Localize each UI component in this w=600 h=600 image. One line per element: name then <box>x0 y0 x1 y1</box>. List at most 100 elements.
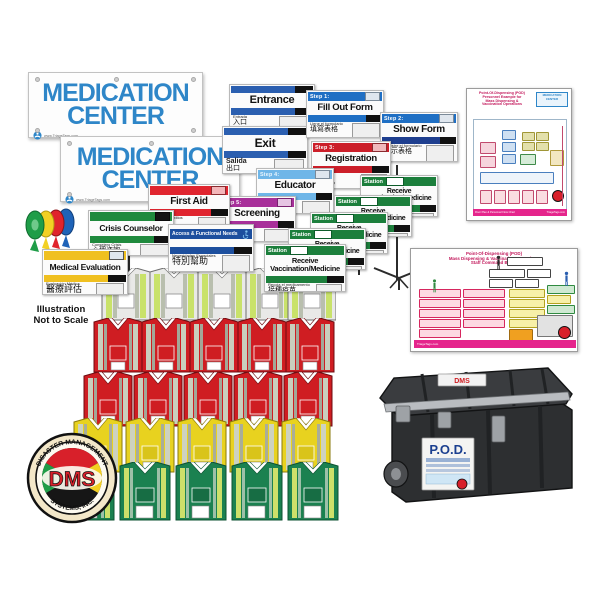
command-node <box>489 269 525 278</box>
station-number-slot <box>335 214 354 223</box>
command-node-red <box>419 329 461 338</box>
poster-title-line-3: Mass Dispensing & <box>485 98 519 103</box>
illustration-scale-note: Illustration Not to Scale <box>14 304 108 327</box>
station-label: Station <box>268 247 287 254</box>
banner-line-1: MEDICATION <box>42 79 189 107</box>
vest-row-green <box>58 461 348 528</box>
counselor-icon <box>155 212 170 221</box>
sign-title: Show Form <box>393 124 445 135</box>
poster-title-line-2: Personnel Example for <box>482 94 522 99</box>
form-icon <box>439 114 454 123</box>
educator-icon <box>315 170 330 179</box>
sign-cjk: 接種疫苗 <box>268 285 296 292</box>
flow-node <box>522 190 534 204</box>
command-node-yellow <box>509 309 545 318</box>
command-node-red <box>419 299 461 308</box>
staff-command-board-poster: Point-Of-Dispensing (POD) Mass Dispensin… <box>410 248 578 352</box>
flow-node <box>480 190 492 204</box>
poster-footer: Floor Plan & Personnel Flow Chart Triage… <box>473 209 567 216</box>
poster-title-line-3: Staff Command Board <box>470 260 518 266</box>
flow-line <box>562 126 563 206</box>
command-node <box>515 279 539 288</box>
vest-row-yellow <box>68 417 340 480</box>
person-icon <box>564 271 569 286</box>
person-icon <box>432 279 437 293</box>
poster-footer-right: TriageTags.com <box>546 211 565 214</box>
sign-cjk: 特別幫助 <box>172 257 209 267</box>
evaluation-icon <box>109 251 124 260</box>
poster-footer: TriageTags.com <box>414 340 576 348</box>
command-node <box>489 279 513 288</box>
sign-step-2: Step 2: Show Form Muestre el formulario … <box>380 112 458 162</box>
command-node-yellow <box>547 295 571 304</box>
screening-icon <box>277 198 292 207</box>
station-label: Station <box>292 231 311 238</box>
triage-tags-logo-icon <box>33 131 42 140</box>
flow-node <box>522 142 535 151</box>
flow-node <box>502 142 516 152</box>
command-node-red <box>419 289 461 298</box>
poster-footer-left: Floor Plan & Personnel Flow Chart <box>475 211 515 214</box>
sign-title: Access & Functional Needs <box>172 231 238 237</box>
sign-spanish: Evaluación Médica <box>46 280 80 286</box>
command-node-red <box>419 309 461 318</box>
command-node-red <box>463 289 505 298</box>
medication-center-banner-back: MEDICATION CENTER www.TriageTags.com <box>28 72 203 140</box>
flow-node <box>508 190 520 204</box>
command-node-red <box>463 309 505 318</box>
station-number-slot <box>359 197 378 206</box>
flow-node <box>502 154 516 164</box>
sign-title: Crisis Counselor <box>99 223 163 233</box>
person-icon <box>496 255 501 270</box>
poster-title-line-2: Mass Dispensing & Vaccination Operations <box>448 255 540 261</box>
dms-logo-icon <box>558 326 571 339</box>
command-node-red <box>419 319 461 328</box>
scale-note-line-2: Not to Scale <box>33 314 89 326</box>
poster-badge-line-2: CENTER <box>545 97 559 101</box>
sign-title: Medical Evaluation <box>49 262 121 272</box>
command-node-green <box>547 305 575 314</box>
sign-title: Educator <box>274 180 316 191</box>
registration-icon <box>372 143 387 152</box>
case-top-label: DMS <box>454 378 470 385</box>
sign-crisis-counselor: Crisis Counselor Consejero Crisis 心理咨詢 <box>88 210 174 256</box>
command-node-green <box>547 285 575 294</box>
pod-flow-poster: Point-Of-Dispensing (POD) Personnel Exam… <box>466 88 572 221</box>
sign-spanish: Necesidades Especiales <box>172 253 216 258</box>
sign-cjk: 入口 <box>233 118 247 126</box>
flow-node <box>520 154 536 165</box>
sign-spanish: Entrada <box>233 114 248 119</box>
sign-step-1: Step 1: Fill Out Form Llene el formulari… <box>306 90 384 138</box>
sign-title: Registration <box>325 153 377 164</box>
sign-title: Exit <box>254 136 276 150</box>
pod-transport-case: DMS P.O.D. <box>370 358 582 518</box>
station-number-slot <box>385 177 404 186</box>
flow-node <box>494 190 506 204</box>
sign-medical-evaluation: Medical Evaluation Evaluación Médica 醫療評… <box>42 249 128 295</box>
case-pod-label: P.O.D. <box>429 442 466 457</box>
sign-spanish: Salida <box>226 158 247 165</box>
banner-line-1: MEDICATION <box>76 143 224 171</box>
sign-step-label: Step 1: <box>310 93 330 100</box>
scale-note-line-1: Illustration <box>36 304 86 315</box>
flow-node <box>502 130 516 140</box>
sign-step-label: Step 5: <box>222 199 242 206</box>
sign-spanish: Recoja el medicamento <box>268 281 310 287</box>
sign-title: Receive Vaccination/Medicine <box>270 256 340 274</box>
sign-spanish: Llene el formulario <box>310 120 343 126</box>
flow-node <box>480 172 554 184</box>
flow-node <box>522 132 535 141</box>
station-number-slot <box>289 246 308 255</box>
wheelchair-icon <box>242 229 249 239</box>
poster-title-line-1: Point-Of-Dispensing (POD) <box>479 91 525 95</box>
banner-line-2: CENTER <box>67 102 165 130</box>
poster-badge-line-1: MEDICATION <box>542 93 562 97</box>
flow-node <box>550 150 564 166</box>
flow-node <box>536 142 549 151</box>
sign-access-functional-needs: Access & Functional Needs Necesidades Es… <box>168 224 254 272</box>
first-aid-icon <box>211 186 226 195</box>
sign-cjk: 顯示表格 <box>384 147 412 155</box>
vest-row-red <box>88 317 338 380</box>
sign-title: Entrance <box>249 94 295 106</box>
